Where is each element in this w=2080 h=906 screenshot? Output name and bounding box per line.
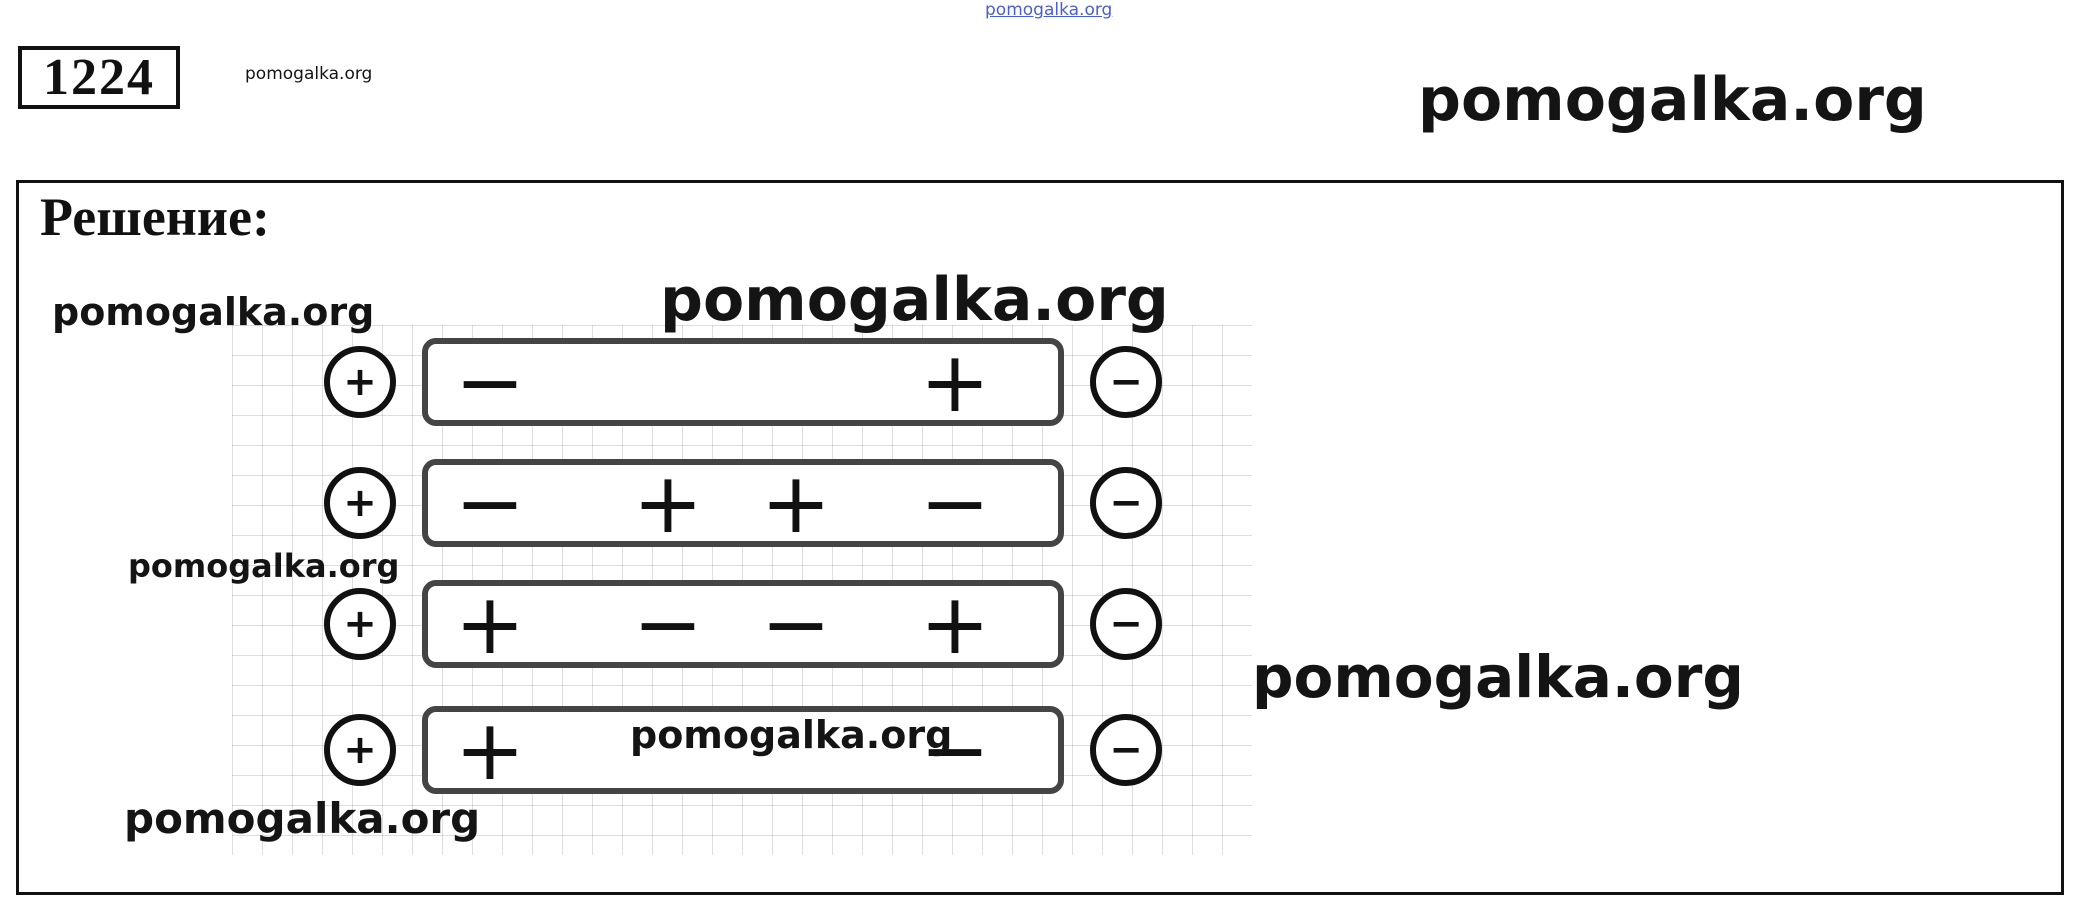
row-3-sign-1: + [454, 575, 526, 673]
terminal-right-symbol: − [1109, 359, 1143, 405]
solution-left-watermark: pomogalka.org [52, 290, 375, 334]
row-rectangle-4 [422, 706, 1064, 794]
row-4-sign-1: + [454, 701, 526, 799]
minus-terminal-icon: − [1090, 588, 1162, 660]
row-rectangle-2 [422, 459, 1064, 547]
row-2-sign-2: + [632, 454, 704, 552]
terminal-left-symbol: + [343, 480, 377, 526]
terminal-right-symbol: − [1109, 727, 1143, 773]
plus-terminal-icon: + [324, 714, 396, 786]
bottom-left-watermark: pomogalka.org [124, 794, 481, 843]
solution-frame [16, 180, 2064, 895]
row-4-sign-4: − [919, 701, 991, 799]
terminal-left-symbol: + [343, 359, 377, 405]
top-watermark-link[interactable]: pomogalka.org [985, 0, 1113, 20]
row4-center-watermark: pomogalka.org [630, 713, 953, 757]
header-small-watermark: pomogalka.org [245, 64, 373, 84]
terminal-right-symbol: − [1109, 601, 1143, 647]
row-rectangle-3 [422, 580, 1064, 668]
terminal-left-symbol: + [343, 727, 377, 773]
row-rectangle-1 [422, 338, 1064, 426]
task-number-box: 1224 [18, 46, 180, 109]
row-3-sign-4: + [919, 575, 991, 673]
row-3-sign-2: − [632, 575, 704, 673]
row-2-sign-1: − [454, 454, 526, 552]
row-2-sign-3: + [760, 454, 832, 552]
solution-center-watermark: pomogalka.org [660, 265, 1169, 335]
terminal-left-symbol: + [343, 601, 377, 647]
row2-left-watermark: pomogalka.org [128, 547, 400, 585]
terminal-right-symbol: − [1109, 480, 1143, 526]
minus-terminal-icon: − [1090, 714, 1162, 786]
task-number: 1224 [43, 49, 155, 106]
row-2-sign-4: − [919, 454, 991, 552]
right-middle-watermark: pomogalka.org [1252, 643, 1744, 711]
row-1-sign-4: + [919, 333, 991, 431]
row-3-sign-3: − [760, 575, 832, 673]
plus-terminal-icon: + [324, 467, 396, 539]
row-1-sign-1: − [454, 333, 526, 431]
plus-terminal-icon: + [324, 588, 396, 660]
minus-terminal-icon: − [1090, 467, 1162, 539]
minus-terminal-icon: − [1090, 346, 1162, 418]
plus-terminal-icon: + [324, 346, 396, 418]
header-large-watermark: pomogalka.org [1418, 65, 1927, 135]
solution-title: Решение: [40, 187, 270, 247]
